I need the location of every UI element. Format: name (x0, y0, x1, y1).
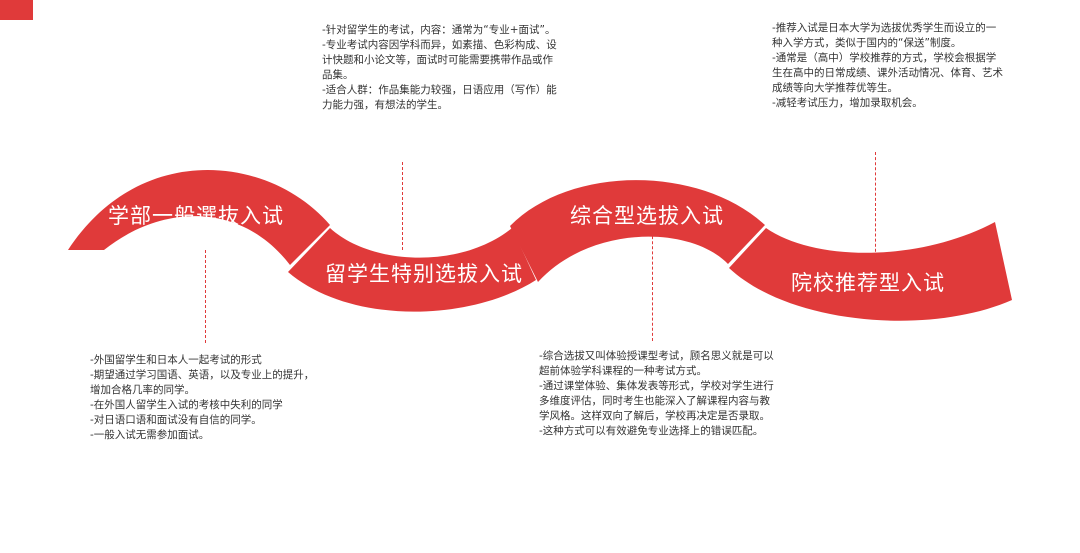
note-line: -减轻考试压力，增加录取机会。 (772, 97, 923, 109)
note-school-recommendation: -推荐入试是日本大学为选拔优秀学生而设立的一种入学方式，类似于国内的“保送”制度… (772, 21, 1004, 111)
stage-label-school-recommendation: 院校推荐型入试 (791, 271, 945, 295)
connector-stage-3 (652, 231, 653, 341)
corner-accent-block (0, 0, 33, 20)
connector-stage-4 (875, 152, 876, 262)
stage-label-international-student-selection: 留学生特别选拔入试 (325, 262, 523, 286)
connector-stage-1 (205, 250, 206, 343)
note-line: -推荐入试是日本大学为选拔优秀学生而设立的一种入学方式，类似于国内的“保送”制度… (772, 22, 997, 49)
note-line: -通过课堂体验、集体发表等形式，学校对学生进行多维度评估，同时考生也能深入了解课… (539, 380, 774, 422)
stage-4-band (729, 222, 1012, 321)
stage-3-band (510, 180, 765, 282)
stage-2-band (288, 228, 536, 312)
note-line: -外国留学生和日本人一起考试的形式 (90, 354, 262, 366)
note-line: -针对留学生的考试，内容：通常为“专业+面试”。 (322, 24, 556, 36)
note-line: -对日语口语和面试没有自信的同学。 (90, 414, 262, 426)
note-line: -专业考试内容因学科而异，如素描、色彩构成、设计快题和小论文等，面试时可能需要携… (322, 39, 557, 81)
note-line: -这种方式可以有效避免专业选择上的错误匹配。 (539, 425, 764, 437)
stage-label-comprehensive-selection: 综合型选拔入试 (570, 204, 724, 228)
stage-1-band (68, 169, 330, 265)
note-international-student-selection: -针对留学生的考试，内容：通常为“专业+面试”。 -专业考试内容因学科而异，如素… (322, 23, 560, 113)
note-line: -在外国人留学生入试的考核中失利的同学 (90, 399, 283, 411)
stage-label-general-selection: 学部一般選抜入试 (108, 204, 284, 228)
note-line: -期望通过学习国语、英语，以及专业上的提升，增加合格几率的同学。 (90, 369, 315, 396)
note-general-selection: -外国留学生和日本人一起考试的形式 -期望通过学习国语、英语，以及专业上的提升，… (90, 353, 320, 443)
connector-stage-2 (402, 162, 403, 250)
note-line: -通常是（高中）学校推荐的方式，学校会根据学生在高中的日常成绩、课外活动情况、体… (772, 52, 1003, 94)
note-line: -综合选拔又叫体验授课型考试，顾名思义就是可以超前体验学科课程的一种考试方式。 (539, 350, 774, 377)
note-line: -一般入试无需参加面试。 (90, 429, 210, 441)
note-comprehensive-selection: -综合选拔又叫体验授课型考试，顾名思义就是可以超前体验学科课程的一种考试方式。 … (539, 349, 777, 439)
note-line: -适合人群：作品集能力较强，日语应用（写作）能力能力强，有想法的学生。 (322, 84, 557, 111)
